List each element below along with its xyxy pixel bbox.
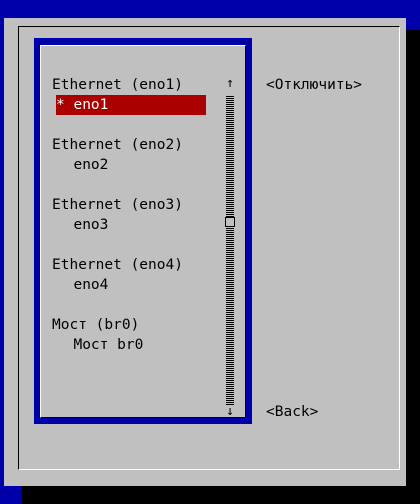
list-item-header: Ethernet (eno4) [52, 257, 183, 273]
list-item-device[interactable]: eno3 [56, 217, 109, 233]
list-item-device[interactable]: eno2 [56, 157, 109, 173]
scroll-up-arrow-icon[interactable]: ↑ [226, 76, 234, 91]
list-scrollbar[interactable]: ↑ ↓ [222, 76, 238, 422]
list-item-device[interactable]: Мост br0 [56, 337, 144, 353]
list-item-header: Ethernet (eno1) [52, 77, 183, 93]
list-item-device-selected[interactable]: * eno1 [56, 95, 206, 115]
list-item-device[interactable]: eno4 [56, 277, 109, 293]
list-item-header: Ethernet (eno3) [52, 197, 183, 213]
list-item-header: Мост (br0) [52, 317, 140, 333]
scroll-down-arrow-icon[interactable]: ↓ [226, 404, 234, 419]
list-item-header: Ethernet (eno2) [52, 137, 183, 153]
disconnect-button[interactable]: <Отключить> [266, 77, 363, 93]
back-button[interactable]: <Back> [266, 404, 319, 420]
scroll-thumb[interactable] [225, 217, 235, 227]
scroll-track[interactable] [226, 96, 234, 406]
